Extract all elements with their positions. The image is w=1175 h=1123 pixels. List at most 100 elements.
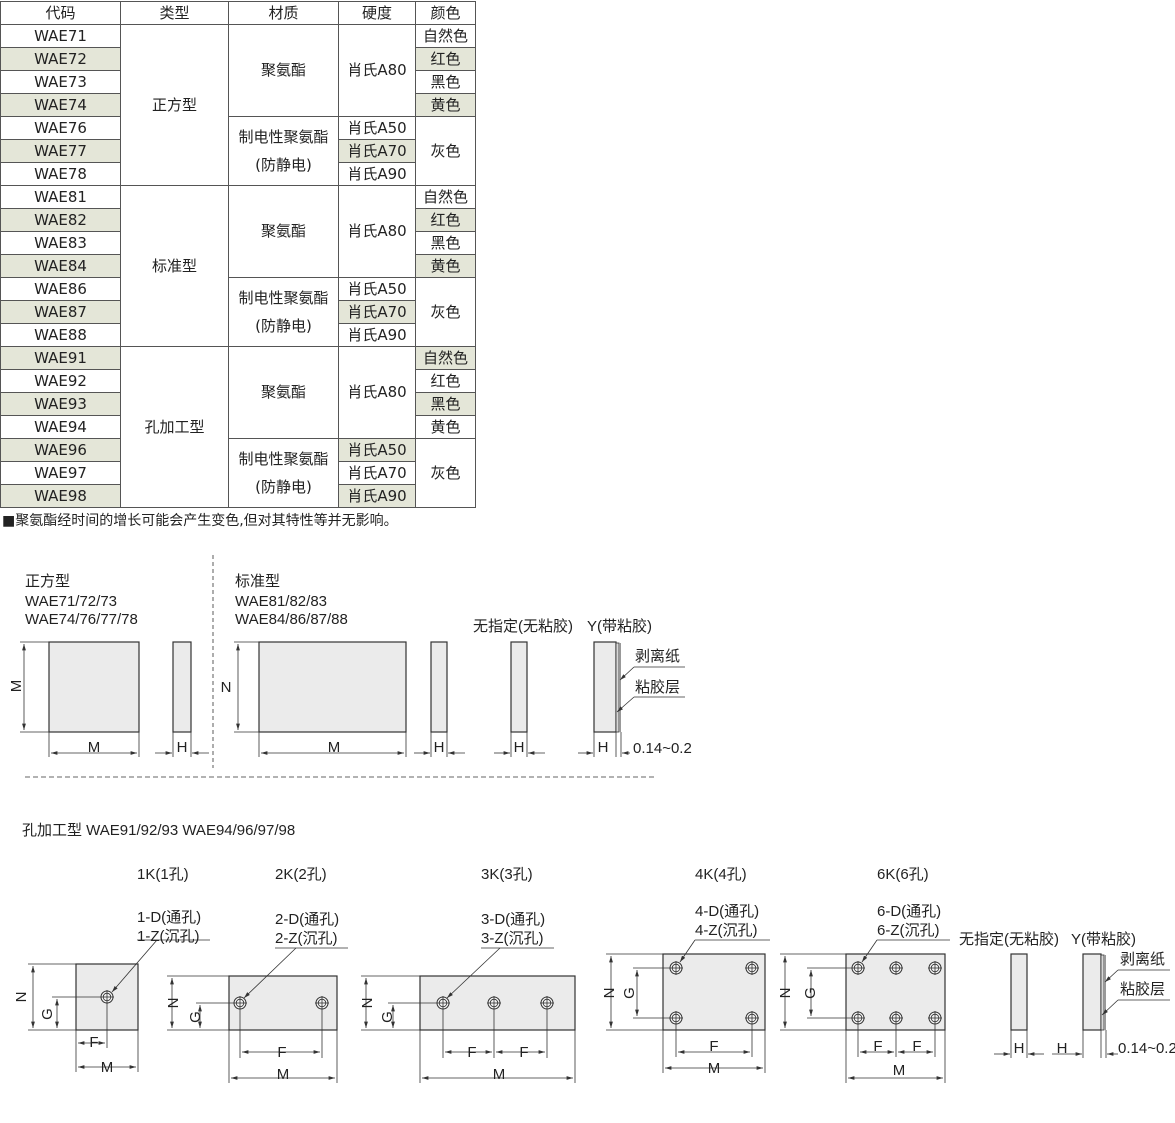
no-adhesive-label: 无指定(无粘胶) — [473, 618, 573, 635]
dim-f: F — [912, 1038, 921, 1055]
dim-f: F — [467, 1044, 476, 1061]
hole-type-4k: 4K(4孔) — [695, 866, 747, 883]
color-cell: 黑色 — [415, 231, 476, 255]
type-cell: 孔加工型 — [120, 346, 229, 508]
code-cell: WAE77 — [0, 139, 121, 163]
table-row: WAE93 黑色 — [0, 392, 476, 416]
leader-arrow — [861, 939, 878, 963]
side-view — [172, 641, 192, 733]
side-view — [430, 641, 448, 733]
dim-m-vertical: M — [8, 680, 25, 693]
release-paper — [1104, 955, 1106, 1030]
adhesive-layer-label: 粘胶层 — [635, 679, 680, 696]
dim-h: H — [1014, 1040, 1025, 1057]
hole-2k-d: 2-D(通孔) — [275, 911, 339, 928]
dim-h: H — [1057, 1040, 1068, 1057]
dim-n: N — [221, 679, 232, 696]
adhesive-layer-label-2: 粘胶层 — [1120, 981, 1165, 998]
material-name: 制电性聚氨酯 — [238, 450, 329, 468]
square-title: 正方型 — [25, 573, 70, 590]
color-cell: 黄色 — [415, 415, 476, 439]
hardness-cell: 肖氏A80 — [338, 346, 416, 439]
color-cell: 自然色 — [415, 24, 476, 48]
standard-models-2: WAE84/86/87/88 — [235, 611, 348, 628]
hardness-cell: 肖氏A50 — [338, 277, 416, 301]
dim-f: F — [519, 1044, 528, 1061]
dim-g: G — [39, 1008, 56, 1020]
leader-arrow — [243, 947, 297, 999]
hole-type-6k: 6K(6孔) — [877, 866, 929, 883]
table-header-row: 代码 类型 材质 硬度 颜色 — [0, 1, 476, 25]
material-name: 制电性聚氨酯 — [238, 128, 329, 146]
code-cell: WAE78 — [0, 162, 121, 186]
header-type: 类型 — [120, 1, 229, 25]
type-cell: 正方型 — [120, 24, 229, 186]
hole-dim-labels: N G F M N G F M N G F F M N G F M N G F … — [13, 987, 922, 1083]
type-cell: 标准型 — [120, 185, 229, 347]
code-cell: WAE74 — [0, 93, 121, 117]
leader-arrow — [679, 939, 696, 963]
color-cell: 自然色 — [415, 185, 476, 209]
hole-3k-d: 3-D(通孔) — [481, 911, 545, 928]
adhesive-thickness: 0.14~0.2 — [633, 740, 692, 757]
color-cell: 黑色 — [415, 70, 476, 94]
side-view — [593, 641, 617, 733]
hole-3k-z: 3-Z(沉孔) — [481, 930, 544, 947]
dim-h: H — [177, 739, 188, 756]
release-paper — [619, 643, 621, 732]
part-outline — [258, 641, 407, 733]
dim-m: M — [893, 1062, 906, 1079]
dim-n: N — [165, 998, 182, 1009]
material-cell: 聚氨酯 — [228, 24, 339, 117]
hardness-cell: 肖氏A70 — [338, 300, 416, 324]
table-row: WAE87 肖氏A70 — [0, 300, 476, 324]
color-cell: 灰色 — [415, 438, 476, 508]
hardness-cell: 肖氏A70 — [338, 461, 416, 485]
code-cell: WAE83 — [0, 231, 121, 255]
dim-h: H — [434, 739, 445, 756]
leader-arrow — [1101, 999, 1119, 1016]
dim-h: H — [514, 739, 525, 756]
material-cell: 制电性聚氨酯 (防静电) — [228, 438, 339, 508]
hardness-cell: 肖氏A90 — [338, 162, 416, 186]
leader-arrow — [616, 696, 635, 713]
with-adhesive-label: Y(带粘胶) — [587, 618, 652, 635]
side-view — [510, 641, 528, 733]
part-outline — [48, 641, 140, 733]
dim-n: N — [601, 988, 618, 999]
note-text: ■聚氨酯经时间的增长可能会产生变色,但对其特性等并无影响。 — [2, 513, 398, 529]
dim-g: G — [379, 1011, 396, 1023]
code-cell: WAE86 — [0, 277, 121, 301]
hole-type-2k: 2K(2孔) — [275, 866, 327, 883]
code-cell: WAE87 — [0, 300, 121, 324]
dim-n: N — [359, 998, 376, 1009]
hole-section-title: 孔加工型 WAE91/92/93 WAE94/96/97/98 — [22, 822, 295, 839]
dim-m: M — [88, 739, 101, 756]
material-note: (防静电) — [255, 478, 312, 496]
code-cell: WAE93 — [0, 392, 121, 416]
dim-f: F — [709, 1038, 718, 1055]
material-name: 制电性聚氨酯 — [238, 289, 329, 307]
dim-f: F — [89, 1034, 98, 1051]
table-row: WAE83 黑色 — [0, 231, 476, 255]
table-row: WAE78 肖氏A90 — [0, 162, 476, 186]
release-paper-label-2: 剥离纸 — [1120, 951, 1165, 968]
code-cell: WAE82 — [0, 208, 121, 232]
leader-arrow — [619, 666, 635, 681]
leader-arrow — [446, 947, 501, 999]
dim-m: M — [708, 1060, 721, 1077]
material-cell: 聚氨酯 — [228, 346, 339, 439]
no-adhesive-label-2: 无指定(无粘胶) — [959, 931, 1059, 948]
code-cell: WAE76 — [0, 116, 121, 140]
hole-1k-d: 1-D(通孔) — [137, 909, 201, 926]
color-cell: 黑色 — [415, 392, 476, 416]
